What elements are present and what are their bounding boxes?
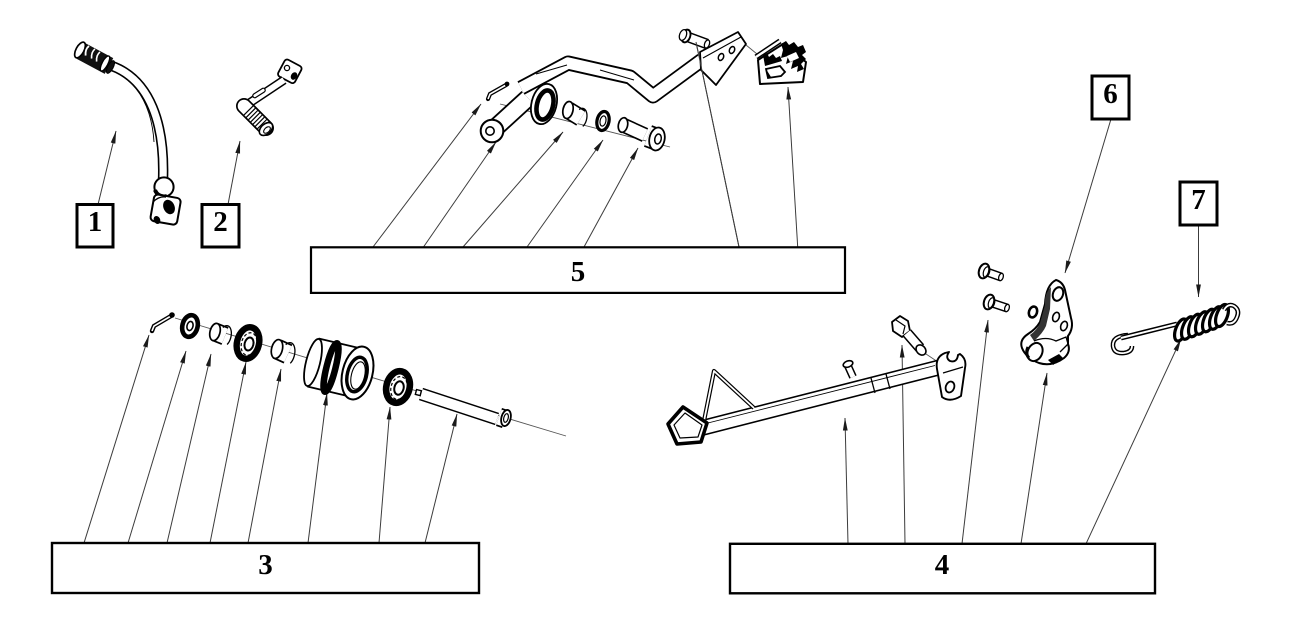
svg-text:3: 3 <box>258 549 273 581</box>
svg-text:2: 2 <box>213 206 228 238</box>
svg-text:7: 7 <box>1191 184 1206 216</box>
svg-text:5: 5 <box>571 256 586 288</box>
svg-text:6: 6 <box>1103 78 1118 110</box>
svg-text:4: 4 <box>935 549 950 581</box>
svg-text:1: 1 <box>88 206 103 238</box>
